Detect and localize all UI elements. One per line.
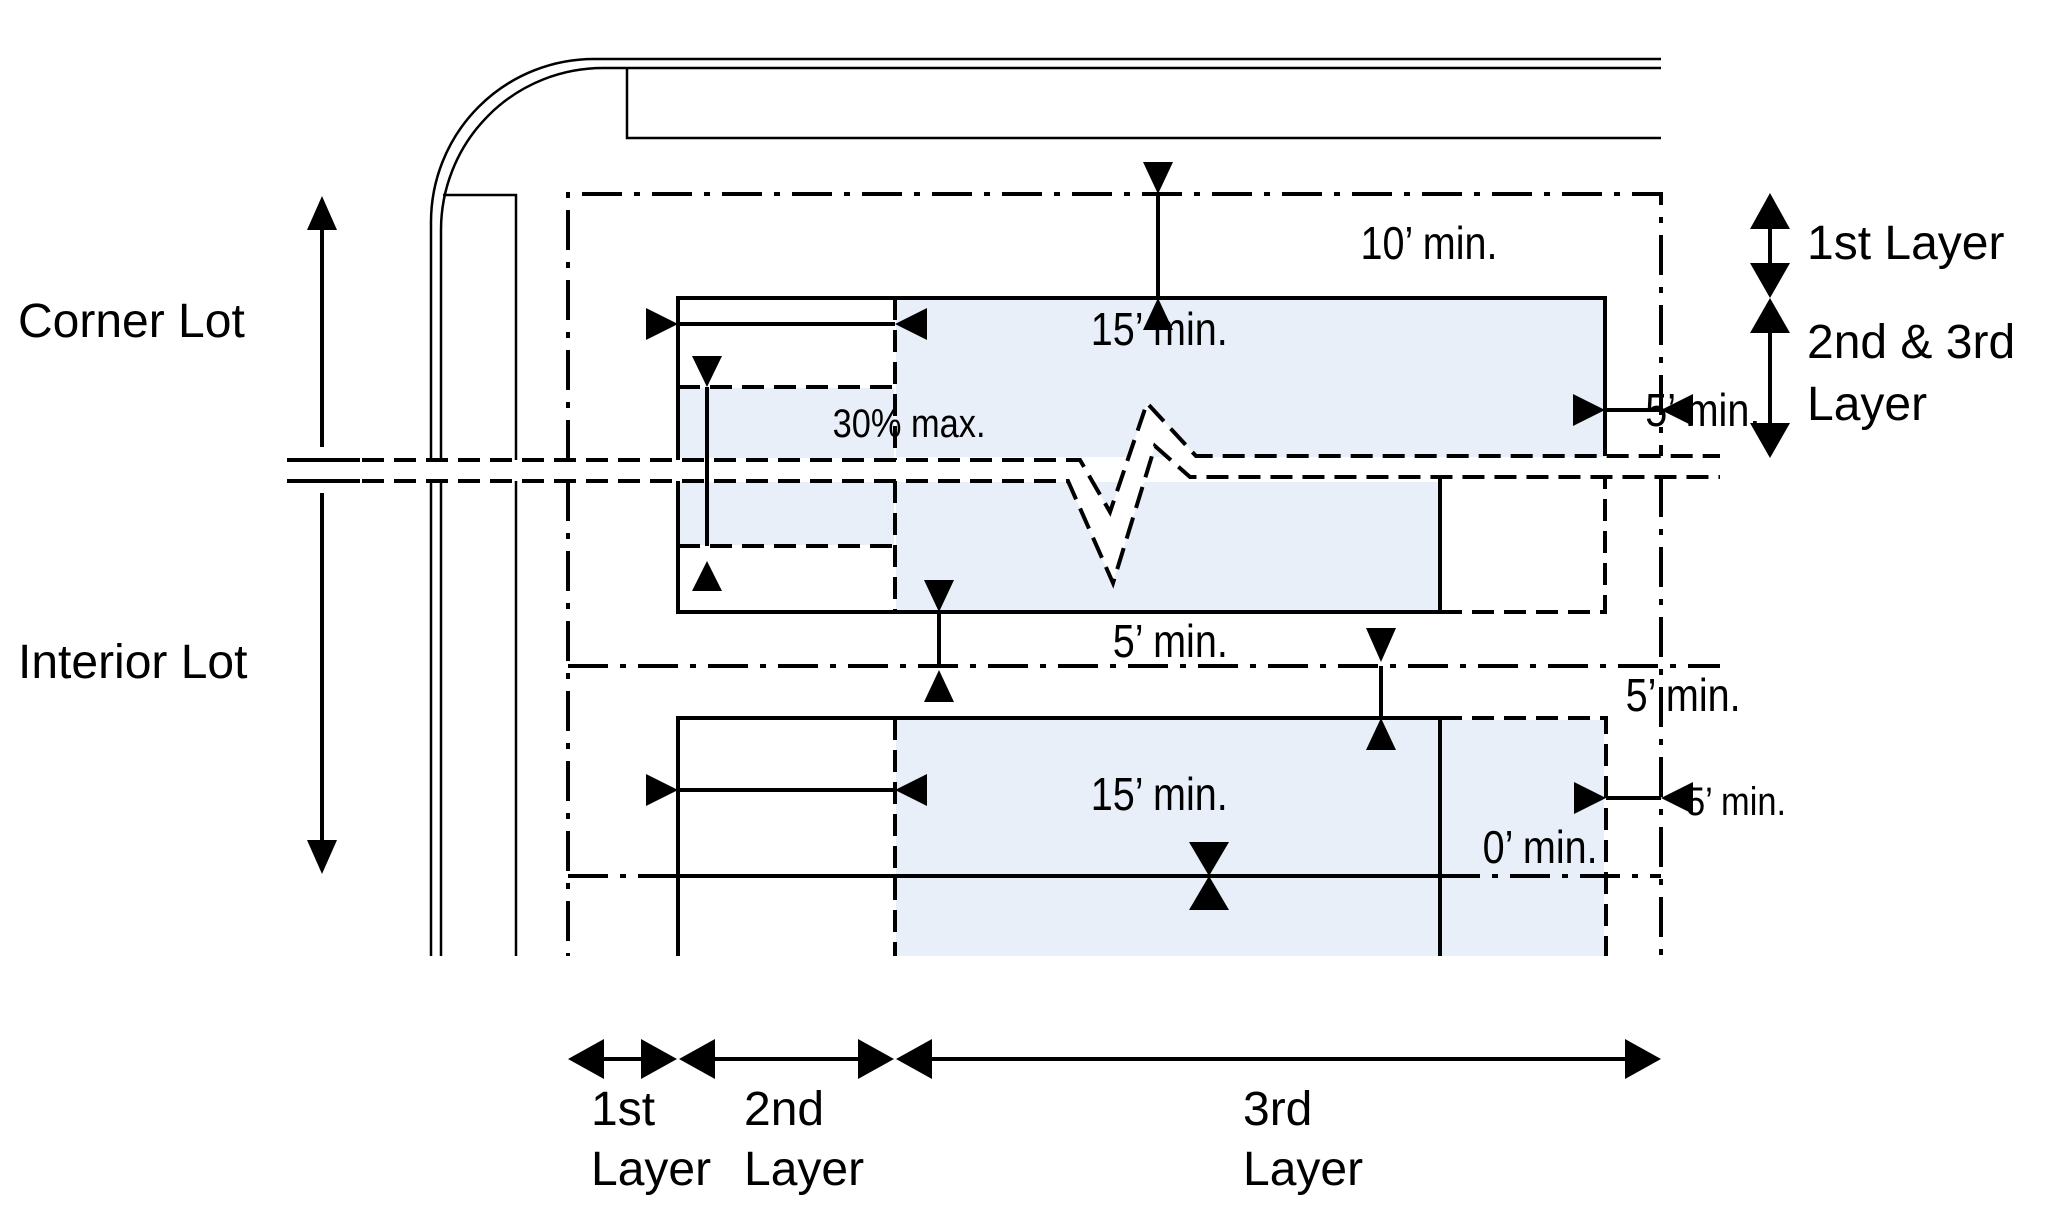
- left-sidewalk-upper: [443, 193, 518, 460]
- layer23-v-label-2: Layer: [1807, 378, 1927, 431]
- layer2-h-label-2: Layer: [744, 1143, 864, 1196]
- arrow-up-icon: [1750, 298, 1790, 333]
- front-setback-label: 10’ min.: [1361, 218, 1498, 269]
- corner-building-fill-main: [896, 300, 1604, 457]
- corner-building-outline-top: [676, 296, 1607, 460]
- triangle-left-icon: [1661, 782, 1693, 814]
- layer3-h-label-2: Layer: [1243, 1143, 1363, 1196]
- arrow-up-icon: [307, 196, 337, 230]
- interior-15-label: 15’ min.: [1091, 769, 1228, 820]
- arrow-right-icon: [858, 1039, 894, 1079]
- triangle-up-icon: [1143, 298, 1173, 330]
- street-curb: [429, 57, 1661, 956]
- corner-15-label: 15’ min.: [1091, 304, 1228, 355]
- arrow-right-icon: [641, 1039, 677, 1079]
- arrow-up-icon: [1750, 193, 1790, 229]
- arrow-down-icon: [1750, 423, 1790, 458]
- horizontal-layer-arrows: [568, 1039, 1661, 1079]
- interior-building-fill: [896, 720, 1604, 956]
- corner-building-fill-lower: [896, 482, 1439, 610]
- arrow-left-icon: [568, 1039, 604, 1079]
- triangle-up-icon: [692, 561, 722, 591]
- triangle-down-icon: [1143, 162, 1173, 194]
- corner-building: [676, 296, 1607, 614]
- between-lots-label-2: 5’ min.: [1626, 670, 1741, 721]
- interior-rear-label: 0’ min.: [1483, 822, 1598, 873]
- between-lots-label-1: 5’ min.: [1113, 616, 1228, 667]
- interior-building: [676, 716, 1608, 956]
- corner-30pct-fill: [680, 388, 894, 458]
- triangle-down-icon: [1189, 842, 1229, 876]
- arrow-left-icon: [679, 1039, 715, 1079]
- break-lines: [285, 399, 1725, 589]
- triangle-right-icon: [1573, 394, 1605, 426]
- arrow-down-icon: [1750, 263, 1790, 298]
- arrow-right-icon: [1625, 1039, 1661, 1079]
- triangle-up-icon: [1189, 876, 1229, 910]
- layer1-h-label-2: Layer: [591, 1143, 711, 1196]
- curb-outer: [429, 57, 1661, 956]
- layer23-v-label-1: 2nd & 3rd: [1807, 316, 2015, 369]
- layer1-h-label-1: 1st: [591, 1083, 655, 1136]
- arrow-left-icon: [896, 1039, 932, 1079]
- break-line-lower: [362, 442, 1720, 589]
- layer1-v-label: 1st Layer: [1807, 217, 2004, 270]
- corner-side-label: 5’ min.: [1645, 385, 1760, 436]
- corner-30pct-fill-lower: [680, 482, 894, 545]
- vertical-layer-arrows: [1750, 193, 1790, 458]
- triangle-up-icon: [924, 670, 954, 702]
- triangle-right-icon: [1574, 782, 1606, 814]
- triangle-left-icon: [1661, 394, 1693, 426]
- arrow-down-icon: [307, 840, 337, 874]
- interior-lot-label: Interior Lot: [18, 636, 247, 689]
- layer3-h-label-1: 3rd: [1243, 1083, 1312, 1136]
- break-gap: [285, 462, 1725, 479]
- triangle-up-icon: [1366, 718, 1396, 750]
- corner-building-dashed-ext: [1440, 477, 1607, 614]
- triangle-right-icon: [646, 308, 678, 340]
- interior-building-outline: [676, 716, 1442, 956]
- triangle-down-icon: [1366, 628, 1396, 662]
- dimension-markers: [646, 162, 1693, 910]
- triangle-left-icon: [895, 774, 927, 806]
- lot-lines: [566, 192, 1720, 956]
- triangle-down-icon: [692, 356, 722, 387]
- building-fills: [680, 300, 1604, 956]
- labels: Corner Lot Interior Lot 1st Layer 2nd & …: [18, 217, 2015, 1196]
- triangle-down-icon: [924, 580, 954, 612]
- pct30-label: 30% max.: [833, 401, 986, 446]
- break-line-upper: [362, 399, 1720, 517]
- lot-extent-arrows: [307, 196, 337, 874]
- interior-side-label: 5’ min.: [1686, 779, 1786, 824]
- triangle-left-icon: [895, 308, 927, 340]
- interior-building-dashed-ext: [1440, 716, 1608, 956]
- zigzag-gap: [1068, 403, 1196, 583]
- corner-lot-line-top: [566, 192, 1663, 460]
- top-sidewalk: [625, 68, 1661, 140]
- corner-lot-label: Corner Lot: [18, 295, 245, 348]
- triangle-right-icon: [646, 774, 678, 806]
- curb-inner: [439, 66, 1661, 956]
- layer2-h-label-1: 2nd: [744, 1083, 824, 1136]
